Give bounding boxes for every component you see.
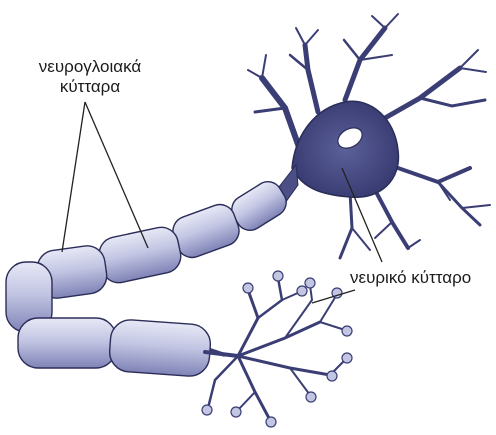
glial-cells-label-line1: νευρογλοιακά	[20, 57, 160, 77]
cell-body	[292, 101, 398, 197]
terminal-buttons	[202, 271, 352, 427]
leader-line-glial-1	[62, 102, 85, 252]
glial-cells-label-line2: κύτταρα	[20, 77, 160, 97]
leader-line-glial-2	[85, 102, 148, 248]
neuron-label: νευρικό κύτταρο	[350, 268, 471, 288]
myelin-segments	[6, 176, 291, 377]
